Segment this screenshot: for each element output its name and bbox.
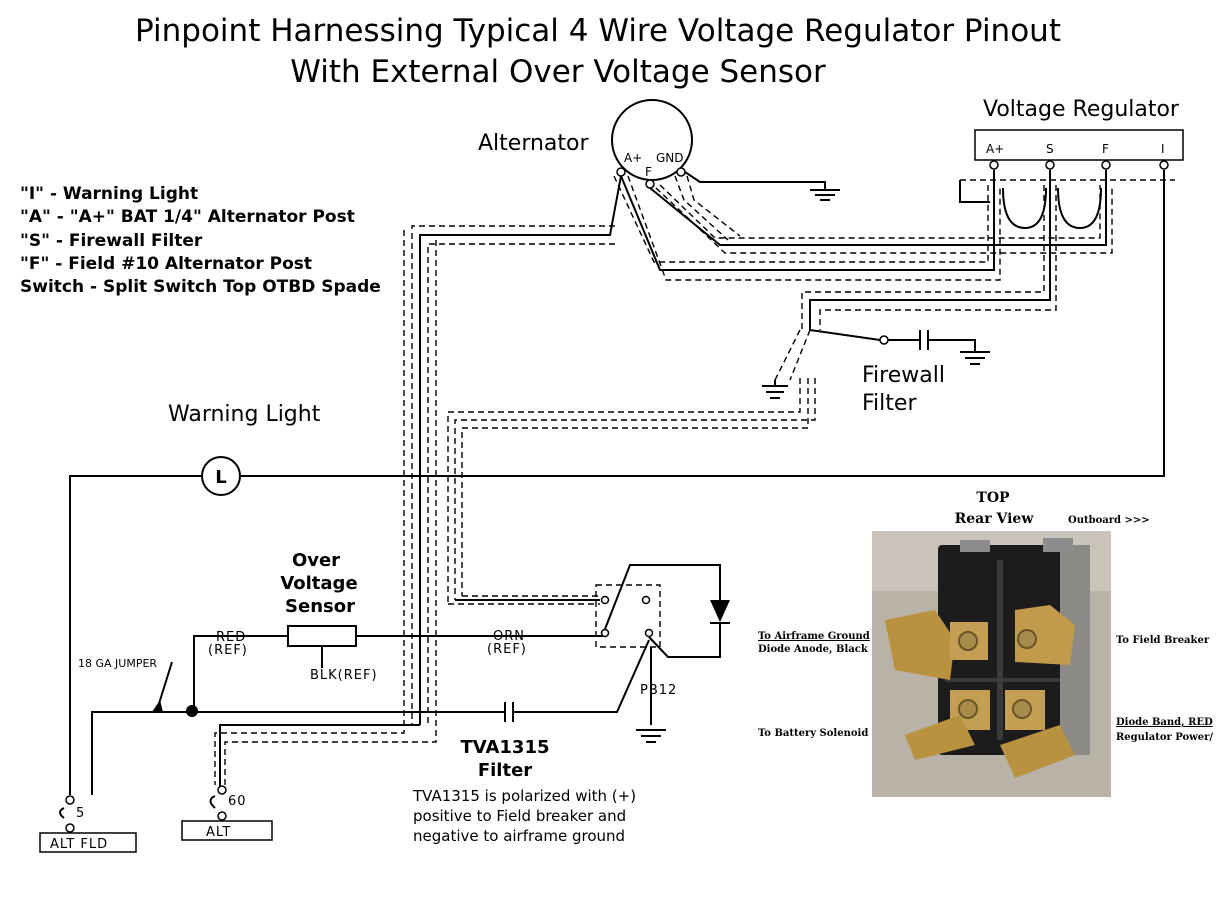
legend-item-f: "F" - Field #10 Alternator Post (20, 254, 312, 274)
alt-pin: 60 (228, 794, 247, 809)
regulator-terminal-a: A+ (986, 142, 1004, 156)
alt-fld-pin: 5 (76, 806, 85, 821)
switch-label: PB12 (640, 683, 677, 698)
title-line-1: Pinpoint Harnessing Typical 4 Wire Volta… (135, 13, 1061, 49)
warning-light-symbol (201, 456, 241, 496)
alternator-post-a (616, 167, 626, 177)
alternator-terminal-f: F (645, 165, 652, 179)
ov-red-label: RED (216, 630, 246, 645)
warning-light: Warning Light L (69, 170, 1165, 795)
legend-item-a: "A" - "A+" BAT 1/4" Alternator Post (20, 207, 355, 227)
warning-light-letter: L (215, 467, 226, 488)
jumper-label: 18 GA JUMPER (78, 657, 157, 670)
ov-sensor-label-2: Voltage (280, 573, 357, 594)
alternator: Alternator A+ F GND (478, 99, 693, 189)
voltage-regulator: Voltage Regulator A+ S F I (959, 97, 1184, 230)
regulator-terminal-i: I (1161, 142, 1165, 156)
legend-item-s: "S" - Firewall Filter (20, 231, 203, 251)
ov-sensor-label-1: Over (292, 550, 340, 571)
ov-sensor-label-3: Sensor (285, 596, 355, 617)
alternator-ground (684, 171, 840, 201)
photo-to-field-breaker: To Field Breaker (1116, 635, 1210, 646)
photo-diode-anode: Diode Anode, Black (758, 644, 869, 655)
alternator-label: Alternator (478, 131, 589, 156)
alt-fld-label: ALT FLD (50, 837, 108, 852)
ov-orn-ref: (REF) (487, 642, 527, 657)
photo-top-label: TOP (976, 490, 1010, 506)
legend: "I" - Warning Light "A" - "A+" BAT 1/4" … (20, 184, 381, 297)
ov-red-ref: (REF) (208, 643, 248, 658)
tva-note-2: positive to Field breaker and (413, 807, 626, 825)
legend-item-switch: Switch - Split Switch Top OTBD Spade (20, 277, 381, 297)
alternator-terminal-gnd: GND (656, 151, 684, 165)
regulator-label: Voltage Regulator (983, 97, 1180, 122)
title-line-2: With External Over Voltage Sensor (290, 54, 826, 90)
photo-regulator-power: Regulator Power/ (1116, 732, 1213, 743)
ov-sensor-body (287, 625, 357, 647)
tva-filter-label-1: TVA1315 (460, 737, 549, 758)
firewall-filter-label-1: Firewall (862, 363, 945, 388)
ov-blk-label: BLK(REF) (310, 668, 378, 683)
junction-dot (186, 705, 198, 717)
jumper-line: 18 GA JUMPER (78, 639, 650, 795)
switch-outline (595, 584, 661, 648)
regulator-post-s (1045, 160, 1055, 170)
ov-orn-label: ORN (493, 629, 525, 644)
warning-light-label: Warning Light (168, 402, 321, 427)
alt-fld-connector: 5 ALT FLD (39, 795, 137, 853)
photo-outboard-label: Outboard >>> (1068, 515, 1150, 526)
regulator-post-a (989, 160, 999, 170)
alternator-post-gnd (676, 167, 686, 177)
tva-note-1: TVA1315 is polarized with (+) (412, 787, 636, 805)
photo-diode-band: Diode Band, RED (1116, 717, 1213, 728)
photo-rear-view-label: Rear View (955, 511, 1035, 527)
harness-runs (214, 170, 1113, 790)
diode-symbol (710, 600, 730, 622)
tva-filter-label-2: Filter (478, 760, 532, 781)
photo-to-battery-solenoid: To Battery Solenoid (758, 728, 868, 739)
regulator-post-f (1101, 160, 1111, 170)
regulator-post-i (1159, 160, 1169, 170)
switch-photo-panel: TOP Rear View Outboard >>> To Airframe G… (758, 490, 1213, 797)
photo-to-airframe-ground: To Airframe Ground (758, 631, 870, 642)
alt-label: ALT (206, 825, 231, 840)
split-switch: PB12 (595, 564, 730, 743)
legend-item-i: "I" - Warning Light (20, 184, 198, 204)
regulator-terminal-f: F (1102, 142, 1109, 156)
alternator-post-f (645, 179, 655, 189)
over-voltage-sensor: Over Voltage Sensor RED (REF) BLK(REF) O… (193, 550, 603, 710)
regulator-box (974, 129, 1184, 161)
alternator-terminal-a: A+ (624, 151, 642, 165)
tva-filter: TVA1315 Filter TVA1315 is polarized with… (412, 737, 636, 845)
tva-note-3: negative to airframe ground (413, 827, 625, 845)
alt-connector: 60 ALT (181, 785, 273, 841)
regulator-terminal-s: S (1046, 142, 1054, 156)
firewall-filter-label-2: Filter (862, 391, 917, 416)
firewall-filter: Firewall Filter (762, 329, 990, 416)
